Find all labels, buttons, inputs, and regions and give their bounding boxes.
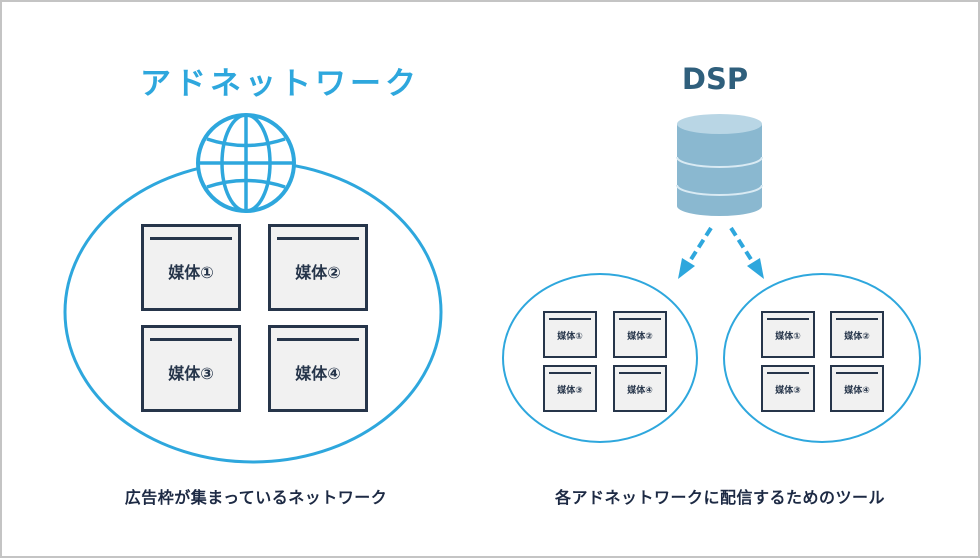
dsp-caption: 各アドネットワークに配信するためのツール — [554, 488, 885, 507]
media-box: 媒体② — [268, 224, 368, 311]
dsp-network-ellipse-1 — [502, 273, 698, 443]
media-header-bar — [549, 372, 591, 374]
media-label: 媒体③ — [168, 364, 214, 383]
media-label: 媒体③ — [775, 386, 801, 396]
media-header-bar — [150, 237, 232, 240]
media-label: 媒体① — [557, 332, 583, 342]
media-header-bar — [767, 318, 809, 320]
media-box: 媒体② — [830, 311, 884, 358]
media-box: 媒体④ — [830, 365, 884, 412]
media-label: 媒体② — [295, 263, 341, 282]
ad-network-title: アドネットワーク — [140, 66, 420, 102]
dsp-title: DSP — [681, 62, 749, 96]
media-header-bar — [836, 372, 878, 374]
media-box: 媒体④ — [268, 325, 368, 412]
media-box: 媒体③ — [761, 365, 815, 412]
media-box: 媒体④ — [613, 365, 667, 412]
media-label: 媒体① — [775, 332, 801, 342]
media-header-bar — [277, 338, 359, 341]
media-label: 媒体④ — [295, 364, 341, 383]
media-header-bar — [619, 318, 661, 320]
media-header-bar — [836, 318, 878, 320]
database-icon — [676, 114, 763, 216]
media-label: 媒体④ — [844, 386, 870, 396]
globe-icon — [196, 113, 296, 213]
dsp-network-ellipse-2 — [723, 273, 921, 443]
media-box: 媒体③ — [141, 325, 241, 412]
media-label: 媒体② — [627, 332, 653, 342]
arrow-to-right-network — [729, 226, 764, 279]
media-box: 媒体① — [141, 224, 241, 311]
arrow-to-left-network — [678, 226, 713, 279]
media-label: 媒体③ — [557, 386, 583, 396]
media-label: 媒体④ — [627, 386, 653, 396]
media-box: 媒体③ — [543, 365, 597, 412]
ad-network-caption: 広告枠が集まっているネットワーク — [124, 488, 388, 507]
media-header-bar — [150, 338, 232, 341]
media-header-bar — [549, 318, 591, 320]
media-box: 媒体① — [543, 311, 597, 358]
media-label: 媒体① — [168, 263, 214, 282]
media-label: 媒体② — [844, 332, 870, 342]
media-box: 媒体② — [613, 311, 667, 358]
media-header-bar — [619, 372, 661, 374]
media-header-bar — [277, 237, 359, 240]
media-header-bar — [767, 372, 809, 374]
media-box: 媒体① — [761, 311, 815, 358]
